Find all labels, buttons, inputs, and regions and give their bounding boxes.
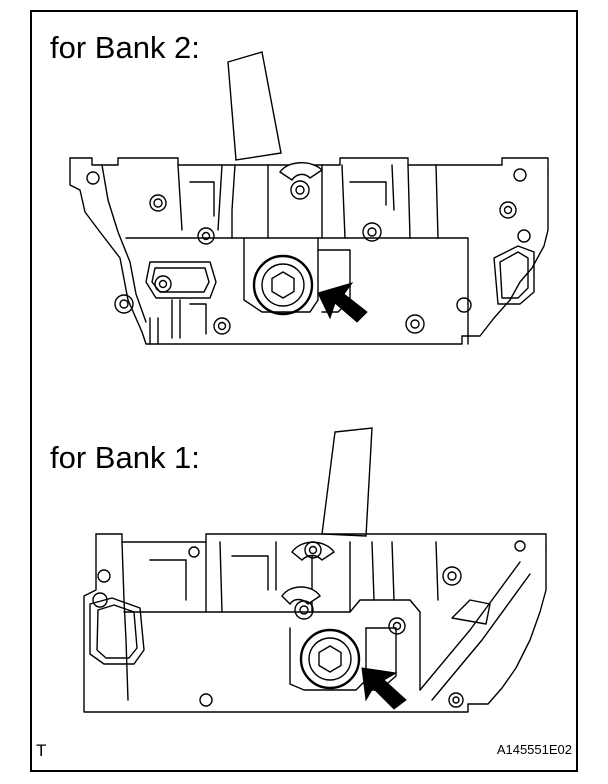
bank2-cylinder-head <box>69 51 549 345</box>
corner-code-label: T <box>36 741 47 760</box>
bank1-arrow-icon <box>361 667 407 710</box>
bank1-plug-icon <box>299 628 361 690</box>
figure-id-label: A145551E02 <box>496 742 572 757</box>
bank1-heading: for Bank 1: <box>50 440 200 475</box>
bank1-tool-bar <box>321 427 373 537</box>
bank2-arrow-icon <box>317 282 368 323</box>
bank1-cylinder-head <box>83 427 547 713</box>
bank2-heading: for Bank 2: <box>50 30 200 65</box>
bank2-tool-bar <box>227 51 282 161</box>
bank2-plug-icon <box>252 254 314 316</box>
